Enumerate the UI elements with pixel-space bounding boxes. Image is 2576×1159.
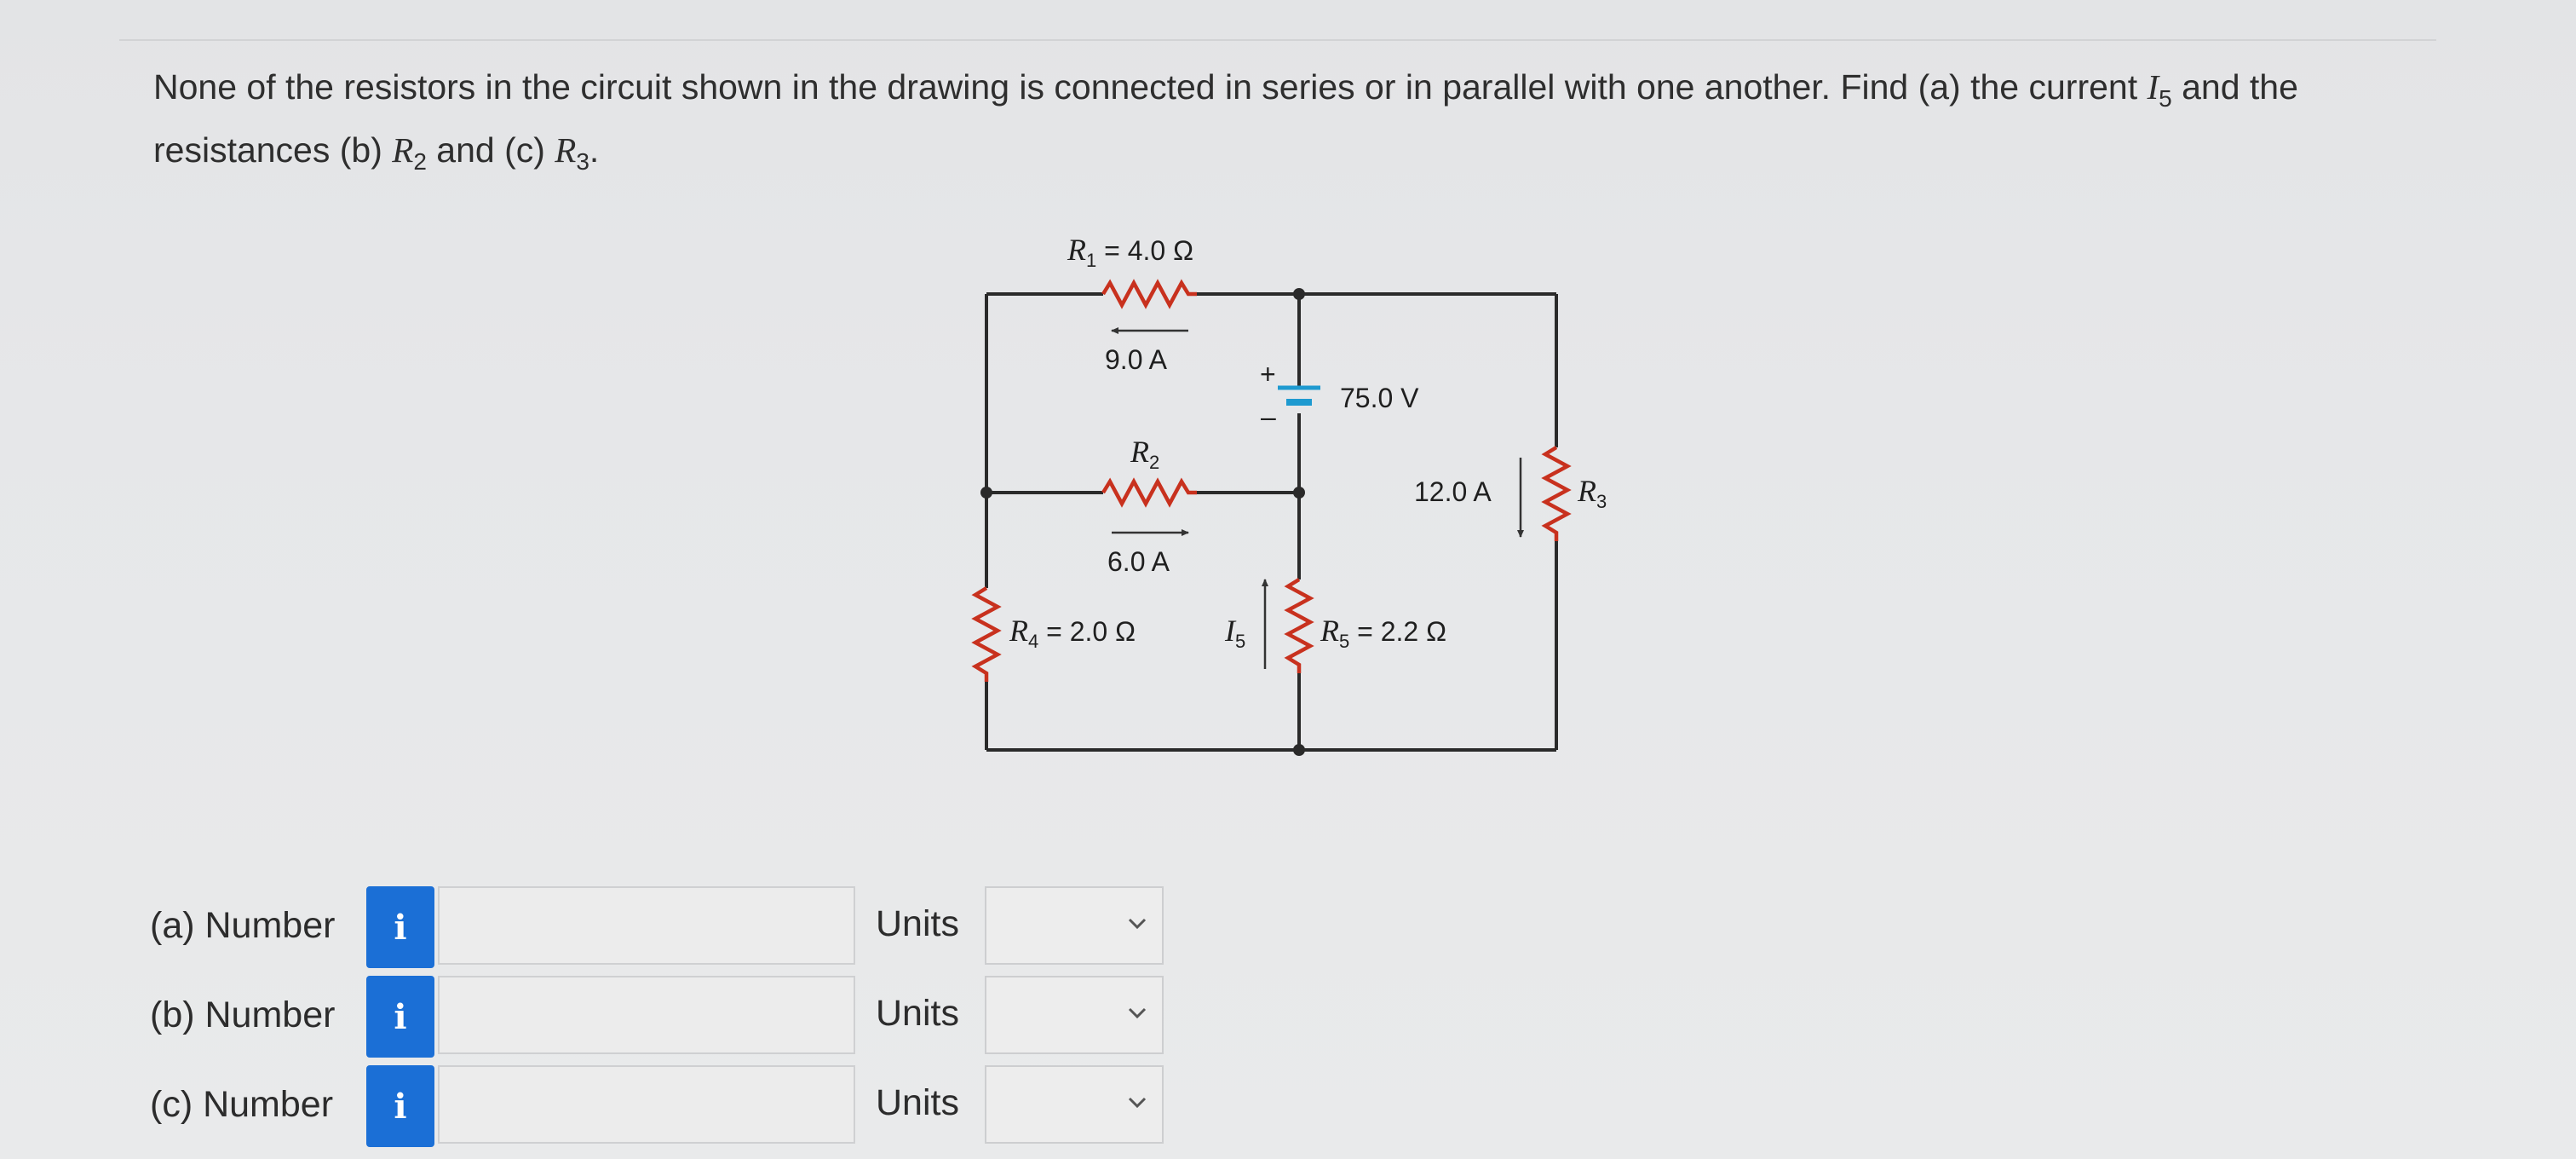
circuit-nodes [980,288,1305,756]
resistor-r2 [1101,477,1197,508]
label-i5: I5 [1224,614,1245,652]
answer-label: (c) Number [150,1084,334,1125]
resistor-r4 [971,586,1002,682]
label-r1: R1 = 4.0 Ω [1067,233,1193,271]
info-button[interactable]: i [366,976,434,1058]
resistor-r1 [1101,279,1197,309]
number-input-b[interactable] [438,976,855,1054]
answer-label: (a) Number [150,905,336,946]
battery [1278,385,1320,406]
chevron-down-icon [1128,1007,1147,1019]
units-select-a[interactable] [985,886,1164,965]
info-icon: i [394,1086,407,1127]
info-button[interactable]: i [366,886,434,968]
resistor-r3 [1541,446,1572,541]
label-i1: 9.0 A [1105,344,1168,375]
chevron-down-icon [1128,918,1147,930]
units-label: Units [876,993,959,1034]
units-label: Units [876,1082,959,1123]
info-icon: i [394,907,407,948]
chevron-down-icon [1128,1097,1147,1109]
circuit-diagram: R1 = 4.0 Ω 9.0 A + – 75.0 V R2 6.0 A 12.… [971,233,1607,756]
label-r4: R4 = 2.0 Ω [1009,614,1136,652]
resistor-r5 [1284,578,1314,673]
number-input-a[interactable] [438,886,855,965]
units-select-c[interactable] [985,1065,1164,1144]
label-r3: R3 [1577,474,1607,512]
units-select-b[interactable] [985,976,1164,1054]
question-text: None of the resistors in the circuit sho… [153,67,2298,176]
info-button[interactable]: i [366,1065,434,1147]
battery-minus: – [1261,401,1276,432]
label-i3: 12.0 A [1414,476,1492,507]
top-divider [119,39,2436,41]
label-r2: R2 [1130,435,1159,473]
label-battery: 75.0 V [1340,383,1419,413]
battery-plus: + [1260,359,1276,389]
answer-label: (b) Number [150,995,336,1035]
label-i2: 6.0 A [1107,546,1170,577]
units-label: Units [876,903,959,944]
number-input-c[interactable] [438,1065,855,1144]
info-icon: i [394,996,407,1037]
circuit-wires [985,292,1558,752]
label-r5: R5 = 2.2 Ω [1320,614,1446,652]
